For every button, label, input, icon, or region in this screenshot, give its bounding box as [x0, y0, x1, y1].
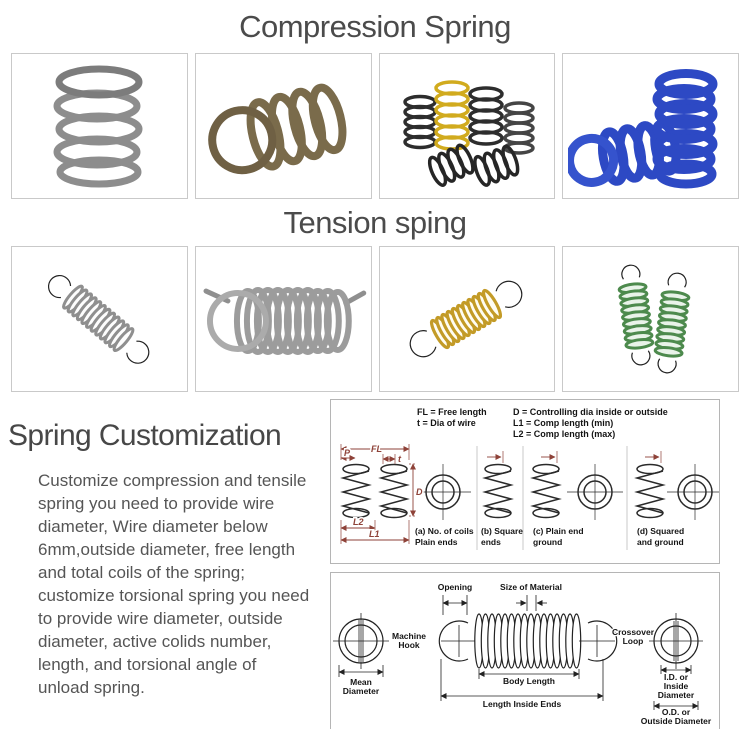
size-of-material-label: Size of Material [500, 582, 562, 592]
customization-paragraph: Customize compression and tensile spring… [38, 471, 310, 697]
tension-photo-3 [378, 246, 556, 392]
compression-diagram-box: FL = Free length t = Dia of wire D = Con… [330, 399, 724, 564]
compression-photo-4 [562, 53, 739, 199]
customization-title: Spring Customization [8, 419, 282, 452]
dim-l2-label: L2 [353, 517, 364, 527]
compression-photo-row [0, 53, 750, 199]
green-tension-springs-image [617, 264, 691, 374]
black-yellow-springs-image [403, 80, 536, 187]
dim-p-label: P [344, 448, 351, 458]
brass-tension-spring-image [410, 280, 523, 358]
opening-label: Opening [438, 582, 472, 592]
compression-photo-2 [194, 53, 372, 199]
caption-d-line2: and ground [637, 537, 684, 547]
dim-d-label: D [416, 487, 423, 497]
machine-hook-line1: Machine [392, 631, 426, 641]
dim-t-label: t [398, 454, 402, 464]
bronze-compression-spring-image [207, 83, 347, 175]
customization-section: Spring Customization Customize compressi… [0, 399, 750, 729]
id-line2: Inside [664, 681, 689, 691]
compression-terminology-diagram: FL = Free length t = Dia of wire D = Con… [340, 407, 724, 550]
legend-t: t = Dia of wire [417, 418, 476, 428]
length-inside-ends-label: Length Inside Ends [483, 699, 562, 709]
od-line1: O.D. or [662, 707, 691, 717]
blue-compression-springs-image [568, 69, 718, 189]
legend-d: D = Controlling dia inside or outside [513, 407, 668, 417]
body-length-label: Body Length [503, 676, 555, 686]
tension-photo-2 [194, 246, 372, 392]
machine-hook-line2: Hook [398, 640, 420, 650]
dim-l1-label: L1 [369, 529, 380, 539]
caption-c-line1: (c) Plain end [533, 526, 584, 536]
caption-d-line1: (d) Squared [637, 526, 684, 536]
id-line3: Diameter [658, 690, 695, 700]
dim-fl-label: FL [371, 444, 382, 454]
crossover-loop-line2: Loop [623, 636, 644, 646]
crossover-loop-line1: Crossover [612, 627, 655, 637]
legend-l1: L1 = Comp length (min) [513, 418, 613, 428]
caption-a-line2: Plain ends [415, 537, 458, 547]
tension-photo-row [0, 246, 750, 392]
legend-fl: FL = Free length [417, 407, 487, 417]
diagram-column: FL = Free length t = Dia of wire D = Con… [330, 399, 724, 729]
tension-photo-4 [562, 246, 739, 392]
customization-text-column: Spring Customization Customize compressi… [0, 399, 330, 729]
steel-tension-spring-image [47, 275, 150, 364]
extension-diagram-box: Mean Diameter Machine Hook Opening [330, 572, 720, 729]
compression-spring-title: Compression Spring [239, 9, 511, 44]
extension-terminology-diagram: Mean Diameter Machine Hook Opening [333, 581, 713, 727]
tension-spring-title: Tension sping [283, 205, 467, 240]
compression-photo-1 [11, 53, 188, 199]
steel-torsion-spring-image [203, 287, 367, 355]
caption-a-line1: (a) No. of coils [415, 526, 474, 536]
caption-b-line1: (b) Square [481, 526, 523, 536]
mean-diameter-line1: Mean [350, 677, 372, 687]
tension-photo-1 [11, 246, 188, 392]
od-line2: Outside Diameter [641, 716, 712, 726]
steel-compression-spring-image [53, 65, 143, 188]
legend-l2: L2 = Comp length (max) [513, 429, 615, 439]
caption-c-line2: ground [533, 537, 562, 547]
id-line1: I.D. or [664, 672, 689, 682]
compression-photo-3 [378, 53, 556, 199]
caption-b-line2: ends [481, 537, 501, 547]
mean-diameter-line2: Diameter [343, 686, 380, 696]
